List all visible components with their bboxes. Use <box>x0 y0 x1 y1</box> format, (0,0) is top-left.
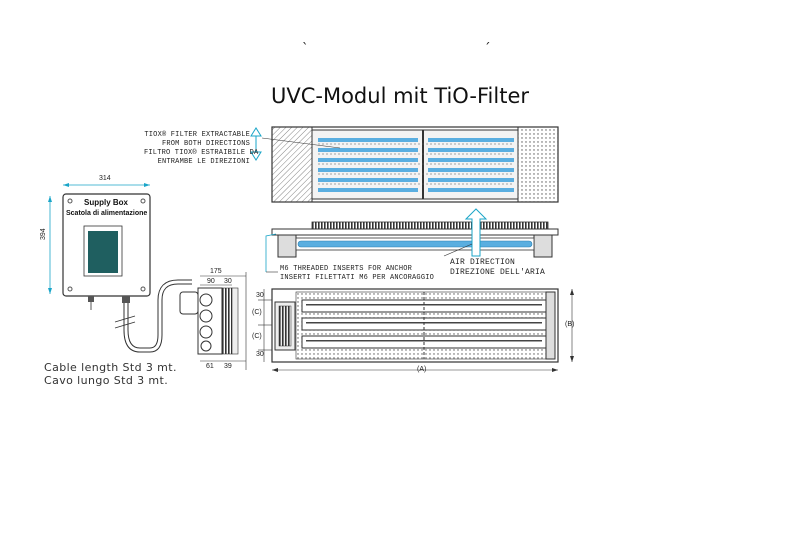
dim-b: (B) <box>565 321 575 328</box>
air-note: AIR DIRECTION DIREZIONE DELL'ARIA <box>450 258 545 278</box>
anchor-note: M6 THREADED INSERTS FOR ANCHOR INSERTI F… <box>280 265 434 283</box>
dim-c-lower: (C) <box>252 333 262 340</box>
filter-note-line2: FROM BOTH DIRECTIONS <box>161 140 250 148</box>
top-view <box>250 126 559 203</box>
page-title: UVC-Modul mit TiO-Filter <box>270 84 529 108</box>
dim-30-bottom: 30 <box>256 351 264 358</box>
dim-a: (A) <box>417 366 427 373</box>
filter-note: TIOX® FILTER EXTRACTABLE FROM BOTH DIREC… <box>144 131 259 167</box>
supply-box-subtitle: Scatola di alimentazione <box>66 210 148 217</box>
dim-39: 39 <box>224 363 232 370</box>
dim-175: 175 <box>210 268 222 275</box>
dim-90: 90 <box>207 278 215 285</box>
filter-rows <box>318 138 514 192</box>
air-note-line2: DIREZIONE DELL'ARIA <box>450 268 546 277</box>
cable-note-line1: Cable length Std 3 mt. <box>44 361 177 374</box>
supply-box-title: Supply Box <box>84 198 129 207</box>
front-view <box>258 288 574 372</box>
filter-note-line4: ENTRAMBE LE DIREZIONI <box>157 158 250 166</box>
cable-connector <box>114 272 247 370</box>
dim-c-upper: (C) <box>252 309 262 316</box>
supply-box-height-dim: 394 <box>40 228 47 240</box>
air-direction-arrow-icon <box>464 208 488 257</box>
section-view <box>265 208 559 273</box>
filter-note-line1: TIOX® FILTER EXTRACTABLE <box>144 131 250 139</box>
air-note-line1: AIR DIRECTION <box>450 258 516 267</box>
cable-note: Cable length Std 3 mt. Cavo lungo Std 3 … <box>44 361 177 387</box>
dim-30-side: 30 <box>224 278 232 285</box>
control-panel <box>88 231 118 273</box>
anchor-note-line1: M6 THREADED INSERTS FOR ANCHOR <box>280 265 413 273</box>
dim-61: 61 <box>206 363 214 370</box>
supply-box-width-dim: 314 <box>99 175 111 182</box>
extract-arrow-icon <box>250 127 262 161</box>
filter-note-line3: FILTRO TIOX® ESTRAIBILE DA <box>144 149 259 157</box>
top-mark-right: ´ <box>484 42 491 57</box>
cable-note-line2: Cavo lungo Std 3 mt. <box>44 374 169 387</box>
anchor-note-line2: INSERTI FILETTATI M6 PER ANCORAGGIO <box>280 274 435 282</box>
dim-30-top: 30 <box>256 292 264 299</box>
top-mark-left: ` <box>302 42 309 57</box>
